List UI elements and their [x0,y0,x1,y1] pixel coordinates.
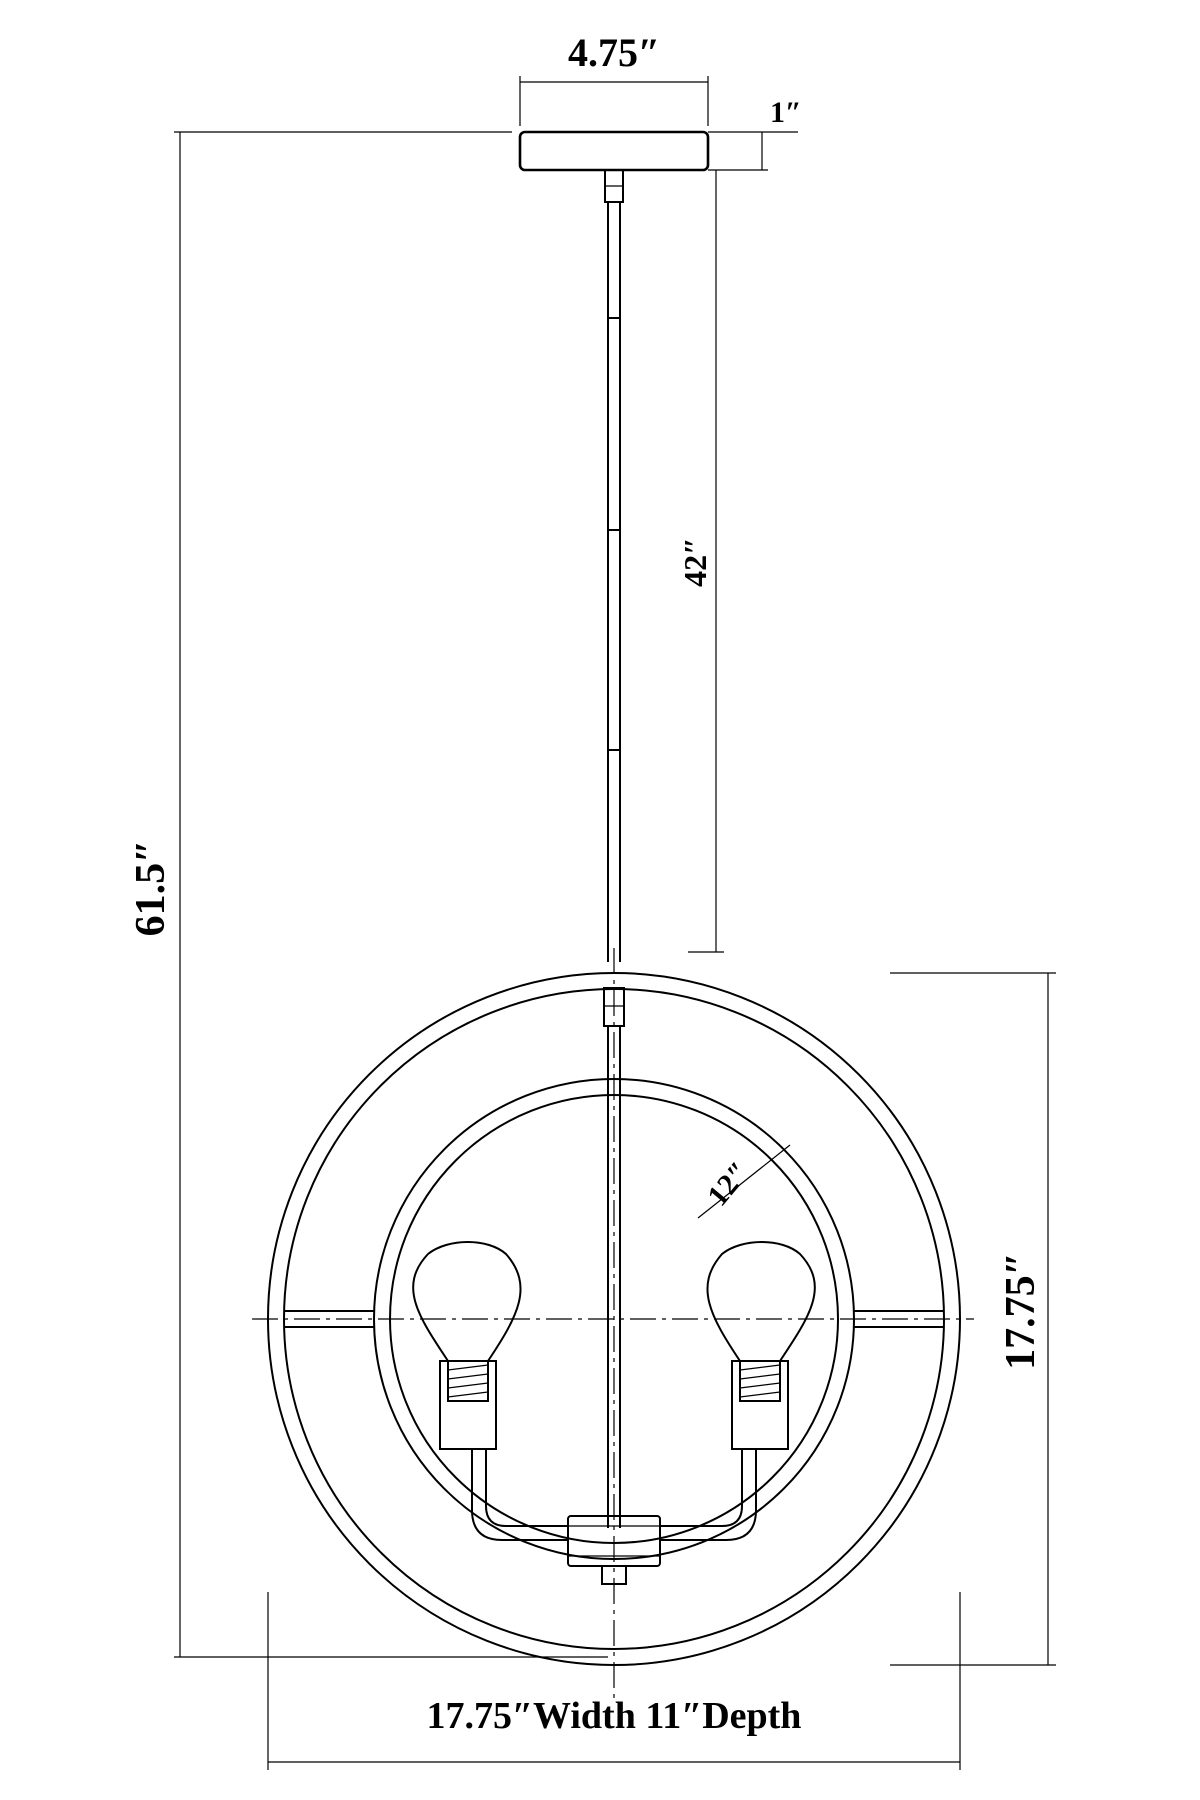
centerlines [252,948,974,1700]
fixture-height-dimension: 17.75″ [890,972,1056,1666]
bulb-glass [706,1241,816,1362]
canopy-width-dimension: 4.75″ [519,30,709,126]
fixture-height-label: 17.75″ [998,1252,1044,1370]
bulb-right [706,1241,816,1450]
inner-ring-dimension: 12″ [697,1144,791,1219]
left-arm-outer [471,1449,568,1541]
canopy-plate [518,130,710,172]
ring-connectors [284,1310,944,1328]
overall-height-label: 61.5″ [128,840,174,937]
right-arm-outer [660,1449,757,1541]
canopy-width-label: 4.75″ [568,30,660,75]
downrod [603,169,625,1528]
bulb-socket [439,1360,497,1450]
bottom-width-label: 17.75″Width 11″Depth [427,1695,802,1737]
inner-ring-label: 12″ [701,1155,756,1212]
canopy-height-label: 1″ [770,96,802,129]
left-arm-inner [485,1449,568,1527]
leader-line [697,1144,791,1219]
bulb-glass [412,1241,522,1362]
light-arms [471,1449,757,1541]
canopy-height-dimension: 1″ [708,96,802,171]
bulb-socket [731,1360,789,1450]
cluster-body [567,1515,661,1585]
canopy [518,130,710,172]
bottom-width-dimension: 17.75″Width 11″Depth [267,1592,961,1770]
rod-length-dimension: 42″ [677,170,724,953]
rod-length-label: 42″ [677,537,713,587]
bulb-left [412,1241,522,1450]
bottom-finial [601,1565,627,1585]
overall-height-dimension: 61.5″ [128,131,608,1658]
right-arm-inner [660,1449,743,1527]
